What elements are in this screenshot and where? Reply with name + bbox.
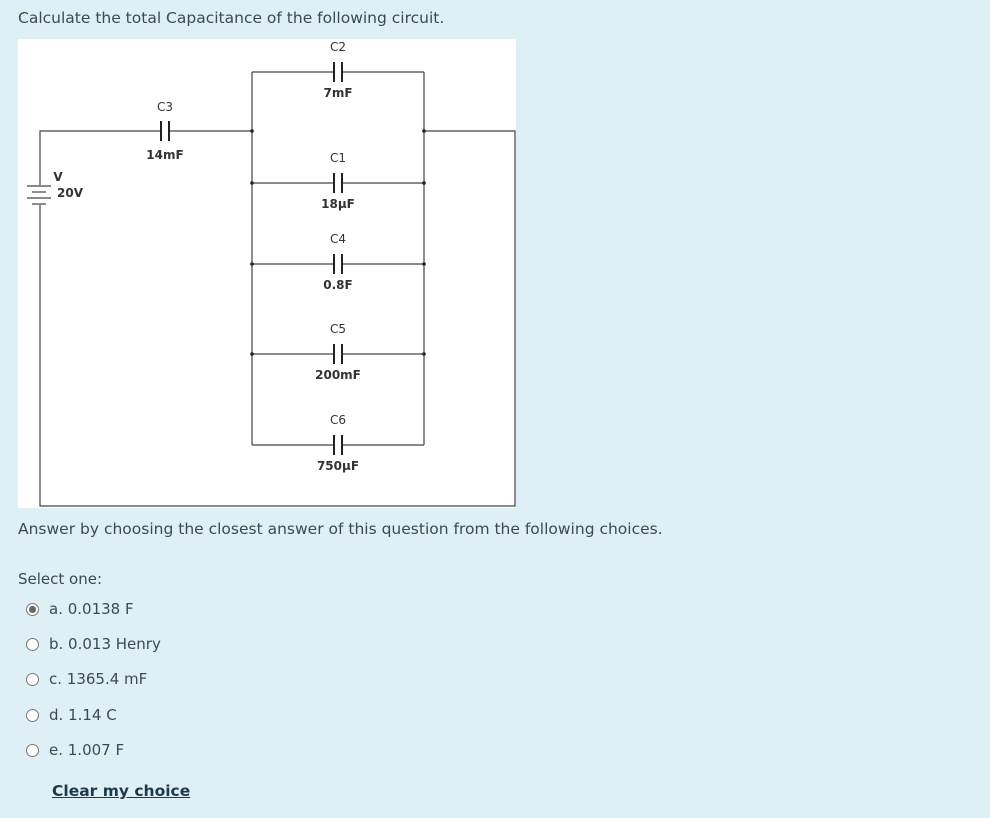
capacitor-value: 18µF [321, 197, 355, 211]
question-text: Calculate the total Capacitance of the f… [18, 9, 445, 27]
capacitor-name: C5 [330, 322, 346, 336]
circuit-diagram: C3 14mF V 20V C2 7mF C1 18µF C4 0.8F C5 200mF C6… [18, 39, 516, 508]
c3-value: 14mF [146, 148, 183, 162]
radio-button[interactable] [26, 743, 39, 757]
radio-button[interactable] [26, 672, 39, 686]
junction [422, 129, 426, 133]
capacitor-name: C4 [330, 232, 346, 246]
answer-option[interactable]: b. 0.013 Henry [26, 635, 161, 653]
option-label: c. 1365.4 mF [49, 670, 148, 688]
option-label: d. 1.14 C [49, 706, 117, 724]
source-value: 20V [57, 186, 84, 200]
select-label: Select one: [18, 570, 103, 588]
junction [250, 181, 254, 185]
radio-button[interactable] [26, 637, 39, 651]
junction [422, 352, 426, 356]
c3-name: C3 [157, 100, 173, 114]
radio-button[interactable] [26, 602, 39, 616]
answer-option[interactable]: a. 0.0138 F [26, 600, 134, 618]
answer-option[interactable]: c. 1365.4 mF [26, 670, 147, 688]
junction [422, 262, 426, 266]
option-label: b. 0.013 Henry [49, 635, 161, 653]
source-name: V [53, 170, 63, 184]
radio-button[interactable] [26, 708, 39, 722]
capacitor-value: 750µF [317, 459, 359, 473]
clear-choice-link[interactable]: Clear my choice [52, 782, 191, 800]
junction [250, 352, 254, 356]
answer-option[interactable]: e. 1.007 F [26, 741, 124, 759]
capacitor-name: C6 [330, 413, 346, 427]
option-label: a. 0.0138 F [49, 600, 134, 618]
capacitor-name: C2 [330, 40, 346, 54]
junction [250, 262, 254, 266]
option-label: e. 1.007 F [49, 741, 125, 759]
junction [422, 181, 426, 185]
capacitor-value: 7mF [323, 86, 352, 100]
capacitor-value: 200mF [315, 368, 361, 382]
answer-option[interactable]: d. 1.14 C [26, 706, 117, 724]
capacitor-name: C1 [330, 151, 346, 165]
capacitor-value: 0.8F [323, 278, 352, 292]
junction [250, 129, 254, 133]
instruction-text: Answer by choosing the closest answer of… [18, 520, 663, 538]
